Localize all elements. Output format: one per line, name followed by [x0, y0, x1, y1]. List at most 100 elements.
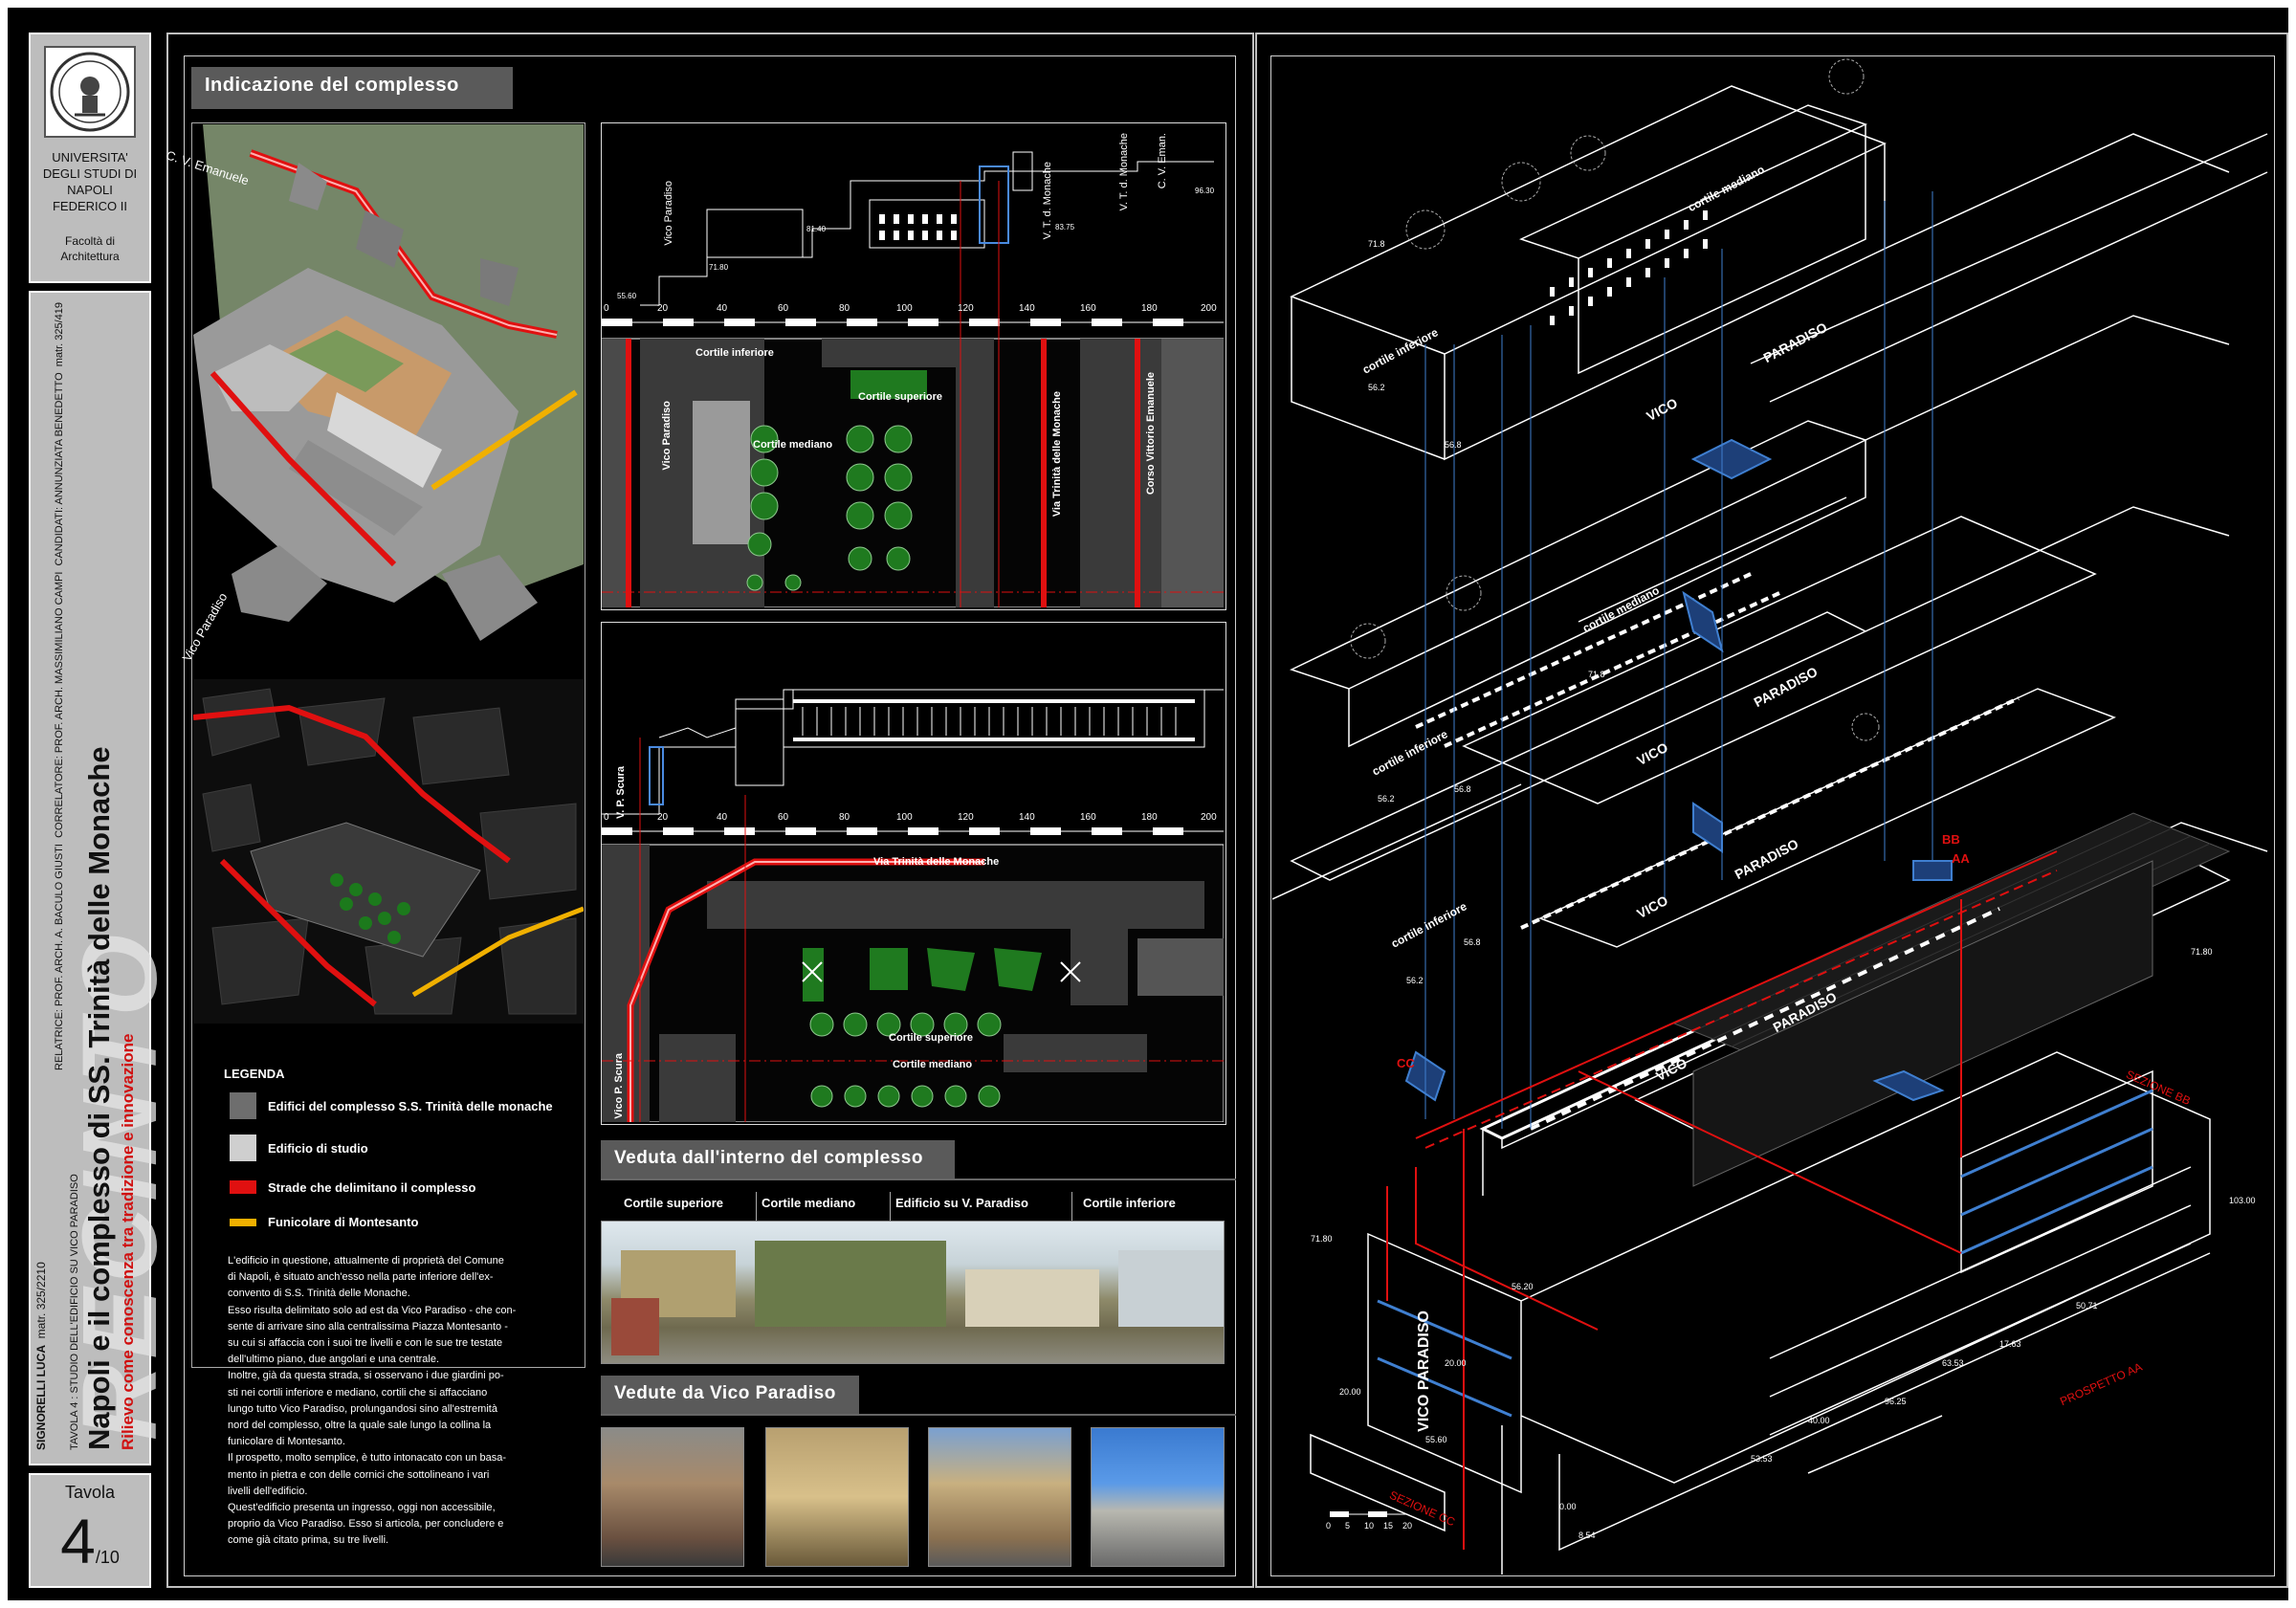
plan2-panel: Via Trinità delle Monache Cortile superi…: [601, 622, 1226, 1125]
plan1-panel: Cortile inferiore Cortile superiore Cort…: [601, 122, 1226, 610]
scale-tick: 5: [1345, 1521, 1351, 1531]
axon-level: 56.8: [1454, 784, 1471, 794]
section-rule: [601, 1178, 1236, 1180]
axon-level: 56.20: [1512, 1282, 1534, 1291]
description-line: L'edificio in questione, attualmente di …: [228, 1255, 504, 1267]
scale-tick: 140: [1019, 812, 1035, 823]
legend-title-text: LEGENDA: [224, 1067, 285, 1081]
scale-tick: 15: [1383, 1521, 1394, 1531]
description-line: di Napoli, è situato anch'esso nella par…: [228, 1271, 494, 1284]
university-name: UNIVERSITA' DEGLI STUDI DI NAPOLI FEDERI…: [31, 149, 149, 214]
scale-tick: 0: [604, 812, 609, 823]
plan1-svg: [602, 151, 1224, 607]
plan2-label: Via Trinità delle Monache: [873, 856, 1000, 868]
axon-dim: 8.54: [1578, 1531, 1596, 1540]
tavola-box: Tavola 4/10: [29, 1473, 151, 1588]
axon-level: 56.2: [1378, 794, 1395, 804]
main-title: Napoli e il complesso di SS. Trinità del…: [82, 746, 116, 1450]
description-line: dell'ultimo piano, due angolari e una ce…: [228, 1354, 440, 1366]
label-divider: [1071, 1192, 1072, 1221]
right-frame: [1255, 33, 2288, 1588]
scale-tick: 100: [896, 303, 913, 314]
faculty-line: Architettura: [60, 250, 120, 263]
interior-photo-label: Cortile inferiore: [1083, 1196, 1176, 1210]
axon-dim: 40.00: [1808, 1416, 1830, 1425]
candidati: CANDIDATI: ANNUNZIATA BENEDETTO: [54, 372, 65, 566]
university-line: UNIVERSITA': [52, 150, 128, 165]
seal-icon: [50, 52, 130, 132]
plan1-label: Cortile mediano: [753, 439, 833, 451]
axon-label: VICO PARADISO: [1416, 1311, 1432, 1432]
axon-section-tag: AA: [1952, 851, 1970, 866]
description-line: nord del complesso, oltre la quale sale …: [228, 1420, 492, 1432]
plan2-label: Cortile superiore: [889, 1032, 974, 1044]
axon-dim: 50.71: [2076, 1301, 2098, 1311]
description-line: Inoltre, già da questa strada, si osserv…: [228, 1370, 504, 1382]
description-line: proprio da Vico Paradiso. Esso si artico…: [228, 1518, 504, 1531]
description-line: mento in pietra e con delle cornici che …: [228, 1468, 490, 1481]
description-line: Esso risulta delimitato solo ad est da V…: [228, 1304, 517, 1316]
plan1-label: Cortile superiore: [858, 391, 943, 403]
scale-tick: 160: [1080, 812, 1096, 823]
legend-label: Edificio di studio: [268, 1141, 368, 1156]
street-photo-2: [765, 1427, 909, 1567]
description-line: come già citato prima, su tre livelli.: [228, 1534, 389, 1547]
plan1-level: 83.75: [1055, 223, 1075, 231]
tavola-number-wrap: 4/10: [31, 1505, 149, 1577]
subtitle: Rilievo come conoscenza tra tradizione e…: [119, 1033, 137, 1450]
axon-section-tag: CC: [1397, 1056, 1415, 1070]
interior-photo-label: Cortile superiore: [624, 1196, 724, 1210]
map-column: [191, 122, 585, 1368]
plan1-label: Via Trinità delle Monache: [1051, 391, 1063, 518]
scale-tick: 180: [1141, 812, 1158, 823]
scale-tick: 0: [1326, 1521, 1332, 1531]
scale-tick: 140: [1019, 303, 1035, 314]
map3d-svg: [193, 124, 584, 641]
axon-dim: 63.53: [1942, 1358, 1964, 1368]
plan1-level: 96.30: [1195, 187, 1215, 195]
university-line: FEDERICO II: [52, 199, 127, 213]
scale-tick: 200: [1201, 812, 1217, 823]
description-line: Quest'edificio presenta un ingresso, ogg…: [228, 1502, 496, 1514]
scale-tick: 20: [657, 303, 669, 314]
photo-trees: [755, 1241, 946, 1327]
axon-level: 71.8: [1368, 239, 1385, 249]
relatrice: RELATRICE: PROF. ARCH. A. BACULO GIUSTI: [54, 844, 65, 1071]
photo-building: [965, 1269, 1099, 1327]
description-line: funicolare di Montesanto.: [228, 1436, 345, 1448]
university-line: NAPOLI: [67, 183, 113, 197]
interior-photo-label: Cortile mediano: [762, 1196, 856, 1210]
candidate-name: SIGNORELLI LUCA: [34, 1345, 48, 1450]
street-photo-4: [1091, 1427, 1225, 1567]
plan1-section-label: V. T. d. Monache: [1042, 162, 1053, 240]
candidate-matr: matr. 325/2210: [34, 1262, 48, 1339]
street-photo-1: [601, 1427, 744, 1567]
description-line: sente di arrivare sino alla centralissim…: [228, 1320, 508, 1333]
photo-city: [1118, 1250, 1224, 1327]
axon-level: 71.8: [1588, 670, 1605, 679]
tavola-label: Tavola: [64, 1483, 116, 1502]
presentation-board: UNIVERSITA' DEGLI STUDI DI NAPOLI FEDERI…: [8, 8, 2288, 1600]
plan2-label: Cortile mediano: [893, 1059, 973, 1070]
label-divider: [756, 1192, 757, 1221]
scale-tick: 160: [1080, 303, 1096, 314]
university-line: DEGLI STUDI DI: [42, 166, 138, 181]
section-header-indicazione: Indicazione del complesso: [191, 67, 513, 109]
plan1-section-label: Vico Paradiso: [663, 181, 674, 246]
tavola-description: TAVOLA 4 : STUDIO DELL'EDIFICIO SU VICO …: [69, 1174, 80, 1450]
map2d-svg: [193, 688, 584, 1015]
legend-swatch: [230, 1134, 256, 1161]
correlatore: CORRELATORE: PROF. ARCH. MASSIMILIANO CA…: [54, 571, 65, 838]
plan1-level: 81.40: [806, 225, 827, 233]
plan1-section-label: C. V. Eman.: [1157, 133, 1168, 189]
tavola-number: 4: [60, 1506, 96, 1576]
axon-dim: 20.00: [1339, 1387, 1361, 1397]
tavola-total: /10: [95, 1548, 120, 1567]
description-text: L'edificio in questione, attualmente di …: [228, 1253, 584, 1550]
axon-level: 56.8: [1445, 440, 1462, 450]
interior-panorama-photo: [601, 1221, 1225, 1364]
map3d-top: [193, 124, 584, 679]
legend-label: Funicolare di Montesanto: [268, 1215, 419, 1229]
scale-tick: 80: [839, 303, 850, 314]
candidate-matr: matr. 325/419: [54, 302, 65, 367]
